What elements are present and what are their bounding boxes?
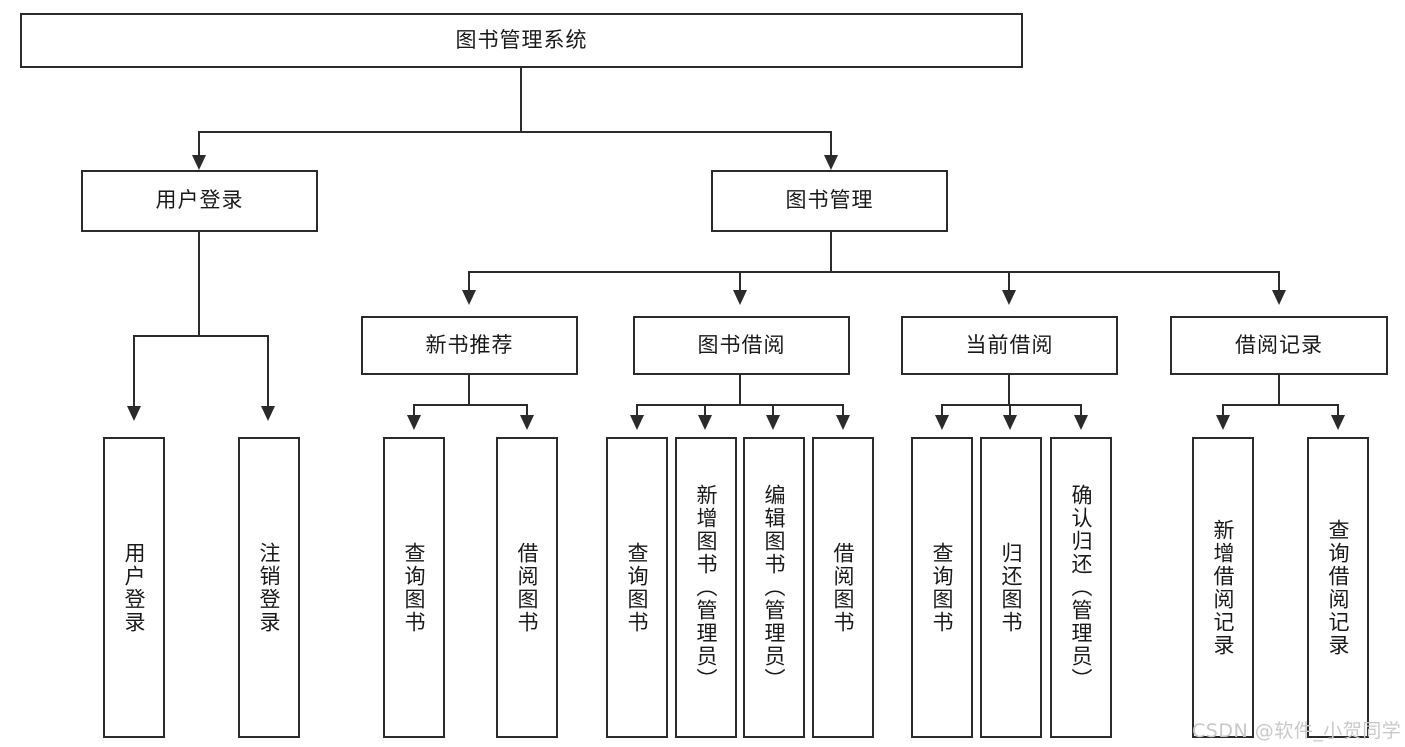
edge-bb-to-leaf-4 <box>842 404 844 418</box>
edge-user-login-bus <box>133 335 269 337</box>
leaf-return-book[interactable]: 归还图书 <box>980 437 1042 738</box>
node-label: 查询借阅记录 <box>1326 518 1351 657</box>
edge-bb-to-leaf-3 <box>772 404 774 418</box>
edge-root-bus <box>198 131 832 133</box>
edge-br-to-leaf-1 <box>1222 404 1224 418</box>
edge-bb-to-leaf-1 <box>636 404 638 418</box>
arrow-to-leaf-query-record <box>1331 415 1345 430</box>
arrow-to-book-borrow <box>733 290 747 305</box>
edge-book-borrow-stem <box>739 375 741 405</box>
edge-bm-to-new-book <box>468 271 470 293</box>
leaf-borrow-book[interactable]: 借阅图书 <box>812 437 874 738</box>
edge-book-management-bus <box>468 271 1280 273</box>
edge-current-borrow-bus <box>941 404 1082 406</box>
node-book-borrow[interactable]: 图书借阅 <box>633 316 850 375</box>
node-label: 查询图书 <box>402 541 427 634</box>
arrow-to-borrow-record <box>1272 290 1286 305</box>
arrow-to-current-borrow <box>1002 290 1016 305</box>
arrow-to-new-book-recommend <box>462 290 476 305</box>
leaf-add-book-admin[interactable]: 新增图书（管理员） <box>675 437 737 738</box>
edge-cb-to-leaf-2 <box>1009 404 1011 418</box>
node-borrow-record[interactable]: 借阅记录 <box>1170 316 1388 375</box>
arrow-to-leaf-edit-book <box>766 415 780 430</box>
arrow-to-leaf-add-record <box>1216 415 1230 430</box>
arrow-to-leaf-borrow-book-bb <box>836 415 850 430</box>
edge-bm-to-book-borrow <box>739 271 741 293</box>
edge-user-login-to-leaf-2 <box>267 335 269 409</box>
leaf-user-login[interactable]: 用户登录 <box>103 437 165 738</box>
node-label: 新书推荐 <box>425 332 514 357</box>
leaf-query-book-new-recommend[interactable]: 查询图书 <box>383 437 445 738</box>
arrow-to-leaf-query-book-cb <box>935 415 949 430</box>
node-label: 新增图书（管理员） <box>694 484 719 691</box>
node-book-management[interactable]: 图书管理 <box>711 170 948 232</box>
edge-user-login-to-leaf-1 <box>133 335 135 409</box>
node-label: 用户登录 <box>122 541 147 634</box>
node-label: 图书管理系统 <box>455 27 588 52</box>
leaf-query-book-borrow[interactable]: 查询图书 <box>606 437 668 738</box>
node-label: 借阅图书 <box>515 541 540 634</box>
edge-book-borrow-bus <box>636 404 844 406</box>
edge-cb-to-leaf-3 <box>1080 404 1082 418</box>
edge-borrow-record-bus <box>1222 404 1339 406</box>
arrow-to-user-login <box>192 155 206 170</box>
node-label: 借阅记录 <box>1235 332 1323 357</box>
node-label: 图书借阅 <box>697 332 786 357</box>
edge-root-to-user-login <box>198 131 200 158</box>
edge-user-login-stem <box>198 232 200 336</box>
leaf-borrow-book-new-recommend[interactable]: 借阅图书 <box>496 437 558 738</box>
arrow-to-leaf-borrow-book-nb <box>520 415 534 430</box>
leaf-edit-book-admin[interactable]: 编辑图书（管理员） <box>743 437 805 738</box>
leaf-query-borrow-record[interactable]: 查询借阅记录 <box>1307 437 1369 738</box>
node-label: 借阅图书 <box>831 541 856 634</box>
node-label: 确认归还（管理员） <box>1069 484 1094 691</box>
node-label: 新增借阅记录 <box>1211 518 1236 657</box>
arrow-to-leaf-add-book <box>698 415 712 430</box>
arrow-to-leaf-user-login <box>127 406 141 421</box>
edge-nb-to-leaf-2 <box>526 404 528 418</box>
leaf-confirm-return-admin[interactable]: 确认归还（管理员） <box>1050 437 1112 738</box>
arrow-to-leaf-logout <box>261 406 275 421</box>
arrow-to-leaf-query-book-nb <box>407 415 421 430</box>
arrow-to-leaf-return-book <box>1003 415 1017 430</box>
csdn-watermark: CSDN @软件_小贺同学 <box>1192 720 1402 742</box>
node-label: 注销登录 <box>257 541 282 634</box>
edge-root-to-book-management <box>830 131 832 158</box>
node-label: 图书管理 <box>785 188 874 213</box>
edge-new-book-stem <box>468 375 470 405</box>
node-label: 编辑图书（管理员） <box>762 484 787 691</box>
node-user-login[interactable]: 用户登录 <box>81 170 318 232</box>
edge-new-book-bus <box>413 404 528 406</box>
leaf-query-book-current[interactable]: 查询图书 <box>911 437 973 738</box>
node-label: 查询图书 <box>625 541 650 634</box>
leaf-logout[interactable]: 注销登录 <box>238 437 300 738</box>
node-label: 当前借阅 <box>965 332 1054 357</box>
edge-bm-to-borrow-record <box>1278 271 1280 293</box>
node-current-borrow[interactable]: 当前借阅 <box>901 316 1118 375</box>
edge-br-to-leaf-2 <box>1337 404 1339 418</box>
edge-bm-to-current-borrow <box>1008 271 1010 293</box>
edge-cb-to-leaf-1 <box>941 404 943 418</box>
edge-borrow-record-stem <box>1278 375 1280 405</box>
edge-bb-to-leaf-2 <box>704 404 706 418</box>
node-new-book-recommend[interactable]: 新书推荐 <box>361 316 578 375</box>
edge-root-stem <box>520 68 522 132</box>
node-label: 查询图书 <box>930 541 955 634</box>
arrow-to-book-management <box>824 155 838 170</box>
node-root-library-management-system[interactable]: 图书管理系统 <box>20 13 1023 68</box>
edge-current-borrow-stem <box>1008 375 1010 405</box>
edge-nb-to-leaf-1 <box>413 404 415 418</box>
arrow-to-leaf-confirm-return <box>1074 415 1088 430</box>
node-label: 归还图书 <box>999 541 1024 634</box>
node-label: 用户登录 <box>155 188 244 213</box>
leaf-add-borrow-record[interactable]: 新增借阅记录 <box>1192 437 1254 738</box>
edge-book-management-stem <box>830 232 832 272</box>
arrow-to-leaf-query-book-bb <box>630 415 644 430</box>
